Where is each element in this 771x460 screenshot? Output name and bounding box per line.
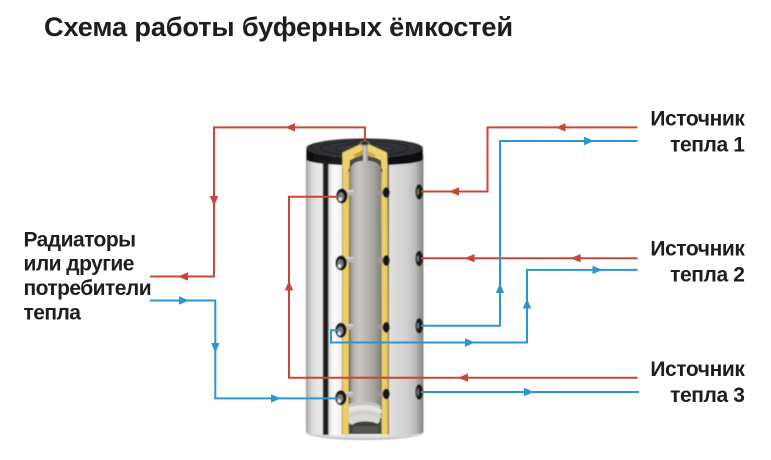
svg-text:Источник: Источник — [650, 238, 745, 261]
svg-text:потребители: потребители — [24, 277, 152, 300]
svg-text:Схема работы буферных ёмкостей: Схема работы буферных ёмкостей — [44, 11, 513, 42]
svg-text:тепла 3: тепла 3 — [670, 384, 744, 407]
svg-text:тепла 1: тепла 1 — [670, 133, 745, 156]
svg-text:Радиаторы: Радиаторы — [24, 228, 136, 251]
svg-text:Источник: Источник — [650, 108, 745, 131]
svg-text:или другие: или другие — [24, 253, 134, 276]
svg-text:тепла: тепла — [24, 301, 82, 324]
svg-text:тепла 2: тепла 2 — [670, 264, 744, 287]
svg-text:Источник: Источник — [650, 358, 745, 381]
